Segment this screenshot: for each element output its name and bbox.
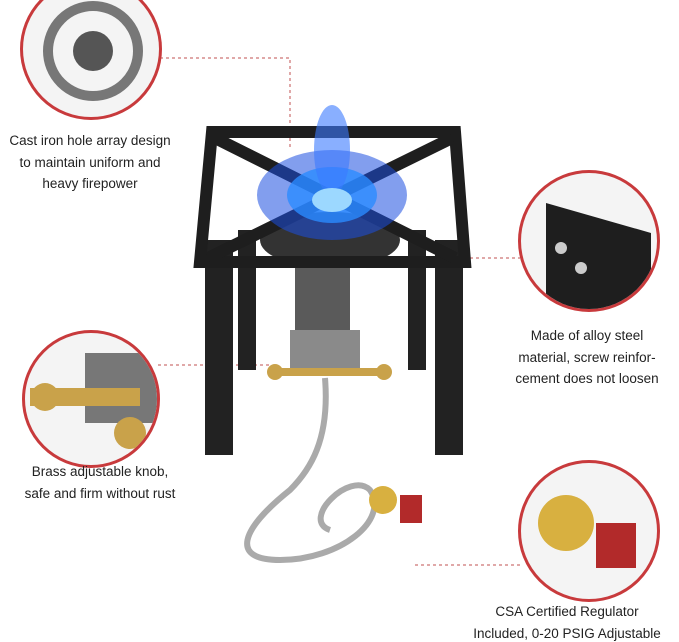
detail-circle-regulator — [518, 460, 660, 602]
regulator-icon — [369, 486, 422, 523]
burner-tube — [295, 268, 350, 338]
caption-steel: Made of alloy steel material, screw rein… — [515, 328, 659, 386]
caption-regulator: CSA Certified Regulator Included, 0-20 P… — [473, 604, 661, 641]
detail-circle-knob — [22, 330, 160, 468]
caption-knob: Brass adjustable knob, safe and firm wit… — [24, 464, 176, 501]
flame-icon — [257, 105, 407, 240]
caption-burner: Cast iron hole array design to maintain … — [9, 133, 171, 191]
gas-hose — [244, 377, 378, 564]
detail-circle-steel — [518, 170, 660, 312]
detail-circle-burner — [20, 0, 162, 120]
callout-line-burner — [160, 57, 291, 150]
valve-block — [290, 330, 360, 370]
brass-knob-icon — [267, 364, 392, 380]
